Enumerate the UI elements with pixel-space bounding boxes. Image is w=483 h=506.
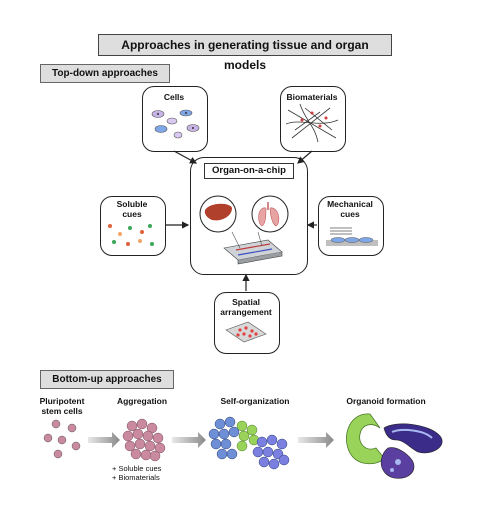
- cells-icon: [151, 109, 200, 139]
- mechanical-cues-icon: [326, 227, 378, 246]
- bottom-up-label: Bottom-up approaches: [40, 370, 174, 389]
- cells-label: Cells: [163, 92, 185, 102]
- mechanical-cues-label: Mechanical cues: [327, 199, 373, 219]
- top-down-label: Top-down approaches: [40, 64, 170, 83]
- stage-label-stem-cells: Pluripotent stem cells: [39, 396, 85, 416]
- stage-arrow-2: [172, 432, 206, 448]
- spatial-arrangement-icon: [225, 321, 267, 343]
- stage-arrow-3: [298, 432, 334, 448]
- soluble-cues-label: Soluble cues: [116, 199, 148, 219]
- arrow-cells: [173, 150, 198, 164]
- stem-cells-icon: [43, 419, 81, 459]
- soluble-cues-icon: [108, 224, 154, 246]
- aggregation-icon: [122, 418, 166, 462]
- lungs-icon: [251, 195, 289, 233]
- stage-arrow-1: [88, 432, 120, 448]
- diagram-title: Approaches in generating tissue and orga…: [98, 34, 392, 72]
- stage-label-organoid-formation: Organoid formation: [346, 396, 426, 406]
- biomaterials-box: [280, 86, 346, 152]
- arrow-biomaterials: [297, 150, 313, 164]
- biomaterials-icon: [285, 103, 339, 143]
- self-organization-icon: [208, 416, 290, 470]
- stage-label-self-organization: Self-organization: [220, 396, 290, 406]
- organ-on-chip-label: Organ-on-a-chip: [204, 163, 294, 179]
- biomaterials-label: Biomaterials: [286, 92, 338, 102]
- aggregation-note: + Soluble cues + Biomaterials: [112, 464, 162, 482]
- spatial-arrangement-label: Spatial arrangement: [220, 297, 272, 317]
- liver-icon: [199, 195, 237, 233]
- organoid-icon: [346, 413, 443, 479]
- chip-icon: [223, 231, 283, 265]
- stage-label-aggregation: Aggregation: [116, 396, 168, 406]
